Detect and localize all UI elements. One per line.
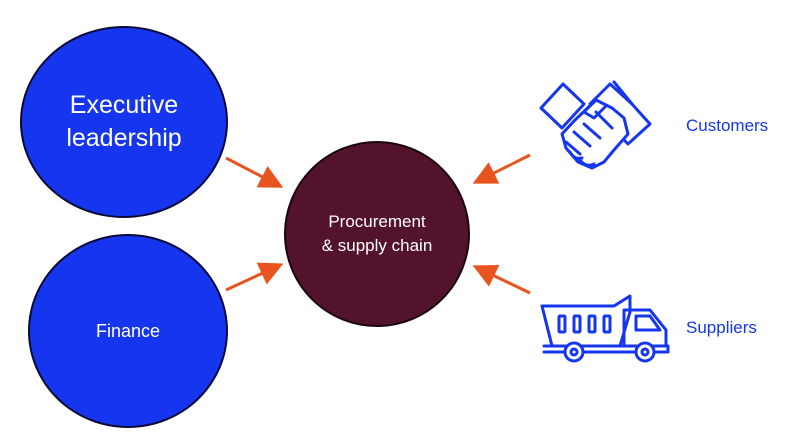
finance-node: Finance [28, 234, 228, 428]
suppliers-label: Suppliers [686, 318, 757, 337]
finance-label: Finance [95, 320, 161, 341]
arrow-executive [225, 156, 284, 188]
arrow-finance [225, 262, 284, 292]
procurement-label: Procurement & supply chain [321, 212, 433, 255]
procurement-node: Procurement & supply chain [284, 141, 470, 327]
arrow-customers [472, 153, 531, 184]
executive-leadership-node: Executive leadership [20, 26, 228, 218]
arrow-suppliers [472, 264, 531, 295]
handshake-icon [539, 80, 652, 170]
customers-label: Customers [686, 116, 769, 135]
dump-truck-icon [540, 294, 670, 363]
executive-leadership-label: Executive leadership [66, 91, 182, 152]
